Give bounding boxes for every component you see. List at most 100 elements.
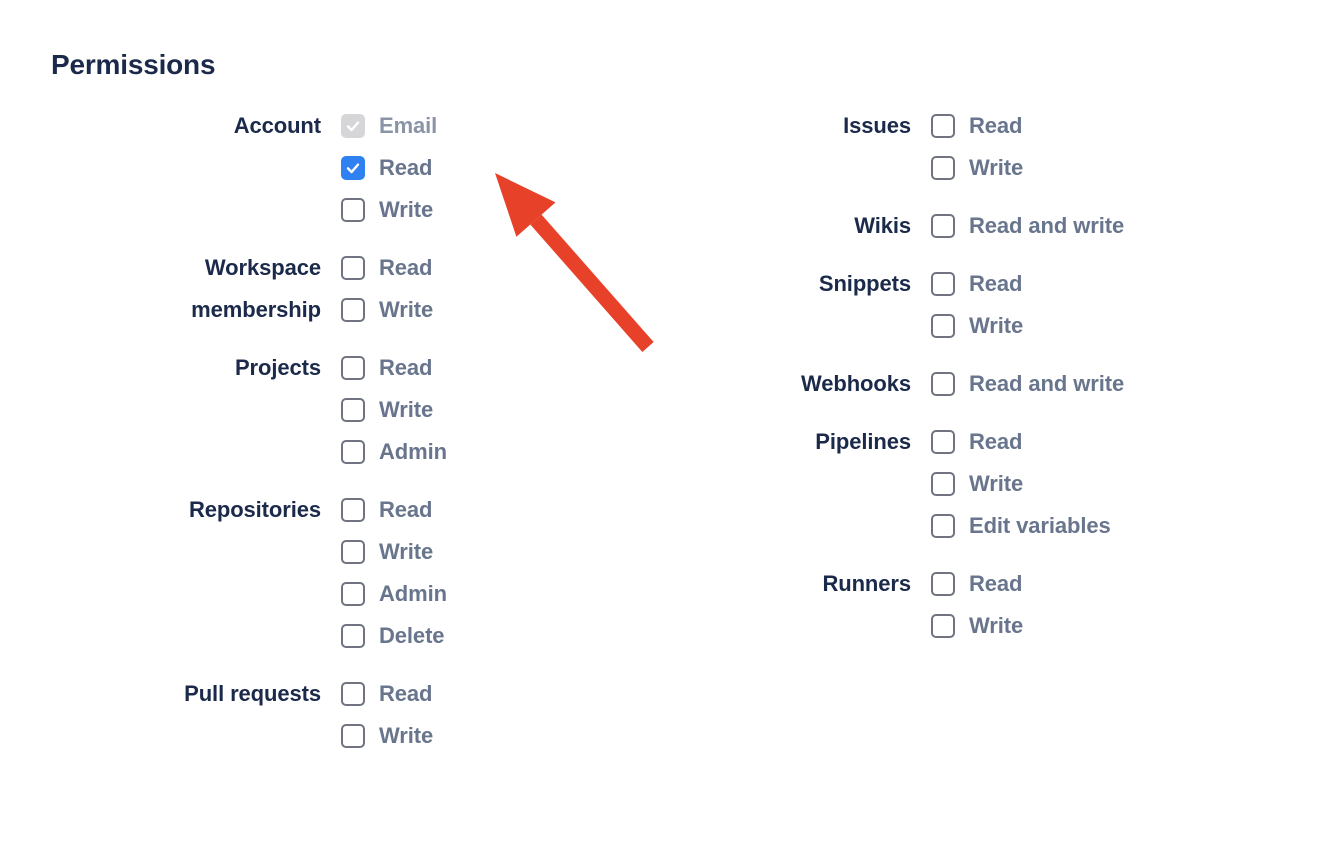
permission-row-projects-write[interactable]: Write bbox=[341, 389, 447, 431]
permission-options-webhooks: Read and write bbox=[931, 363, 1124, 405]
checkbox-label-pipelines-edit-variables[interactable]: Edit variables bbox=[969, 513, 1111, 538]
permission-row-repositories-delete[interactable]: Delete bbox=[341, 615, 447, 657]
checkbox-projects-read[interactable] bbox=[341, 356, 365, 380]
permission-row-repositories-read[interactable]: Read bbox=[341, 489, 447, 531]
permission-row-projects-admin[interactable]: Admin bbox=[341, 431, 447, 473]
checkbox-label-webhooks-read-and-write[interactable]: Read and write bbox=[969, 371, 1125, 396]
checkbox-snippets-read[interactable] bbox=[931, 272, 955, 296]
checkbox-runners-write[interactable] bbox=[931, 614, 955, 638]
checkbox-label-repositories-admin[interactable]: Admin bbox=[379, 581, 447, 606]
permission-row-account-read[interactable]: Read bbox=[341, 147, 437, 189]
permission-row-pipelines-edit-variables[interactable]: Edit variables bbox=[931, 505, 1111, 547]
checkbox-label-runners-read[interactable]: Read bbox=[969, 571, 1023, 596]
checkbox-label-issues-read[interactable]: Read bbox=[969, 113, 1023, 138]
permission-group-label-snippets: Snippets bbox=[818, 271, 911, 296]
checkbox-label-wikis-read-and-write[interactable]: Read and write bbox=[969, 213, 1125, 238]
checkbox-label-repositories-delete[interactable]: Delete bbox=[379, 623, 445, 648]
check-icon bbox=[346, 163, 360, 174]
permission-row-account-email: Email bbox=[341, 105, 437, 147]
checkbox-label-pull-requests-write[interactable]: Write bbox=[379, 723, 434, 748]
checkbox-label-workspace-membership-write[interactable]: Write bbox=[379, 297, 434, 322]
permission-row-runners-write[interactable]: Write bbox=[931, 605, 1023, 647]
checkbox-repositories-delete[interactable] bbox=[341, 624, 365, 648]
checkbox-workspace-membership-write[interactable] bbox=[341, 298, 365, 322]
permission-row-pull-requests-write[interactable]: Write bbox=[341, 715, 433, 757]
checkbox-pipelines-read[interactable] bbox=[931, 430, 955, 454]
permission-group-label-runners: Runners bbox=[822, 571, 911, 596]
checkbox-repositories-admin[interactable] bbox=[341, 582, 365, 606]
permission-group-label-projects: Projects bbox=[234, 355, 321, 380]
checkbox-pipelines-edit-variables[interactable] bbox=[931, 514, 955, 538]
checkbox-runners-read[interactable] bbox=[931, 572, 955, 596]
checkbox-label-workspace-membership-read[interactable]: Read bbox=[379, 255, 433, 280]
permission-row-issues-read[interactable]: Read bbox=[931, 105, 1023, 147]
checkbox-label-projects-read[interactable]: Read bbox=[379, 355, 433, 380]
checkbox-wikis-read-and-write[interactable] bbox=[931, 214, 955, 238]
checkbox-label-account-email: Email bbox=[379, 113, 438, 138]
checkbox-label-repositories-write[interactable]: Write bbox=[379, 539, 434, 564]
permission-row-account-write[interactable]: Write bbox=[341, 189, 437, 231]
permission-row-pipelines-write[interactable]: Write bbox=[931, 463, 1111, 505]
permission-row-runners-read[interactable]: Read bbox=[931, 563, 1023, 605]
checkbox-repositories-write[interactable] bbox=[341, 540, 365, 564]
checkbox-issues-write[interactable] bbox=[931, 156, 955, 180]
checkbox-account-write[interactable] bbox=[341, 198, 365, 222]
checkbox-repositories-read[interactable] bbox=[341, 498, 365, 522]
checkbox-label-pipelines-read[interactable]: Read bbox=[969, 429, 1023, 454]
permission-row-repositories-admin[interactable]: Admin bbox=[341, 573, 447, 615]
permission-row-pull-requests-read[interactable]: Read bbox=[341, 673, 433, 715]
permission-row-snippets-write[interactable]: Write bbox=[931, 305, 1023, 347]
checkbox-snippets-write[interactable] bbox=[931, 314, 955, 338]
permission-row-pipelines-read[interactable]: Read bbox=[931, 421, 1111, 463]
permission-row-repositories-write[interactable]: Write bbox=[341, 531, 447, 573]
permission-row-snippets-read[interactable]: Read bbox=[931, 263, 1023, 305]
checkbox-projects-write[interactable] bbox=[341, 398, 365, 422]
checkbox-label-account-read[interactable]: Read bbox=[379, 155, 433, 180]
checkbox-label-pull-requests-read[interactable]: Read bbox=[379, 681, 433, 706]
checkbox-label-snippets-write[interactable]: Write bbox=[969, 313, 1024, 338]
checkbox-label-pipelines-write[interactable]: Write bbox=[969, 471, 1024, 496]
checkbox-pull-requests-read[interactable] bbox=[341, 682, 365, 706]
checkbox-webhooks-read-and-write[interactable] bbox=[931, 372, 955, 396]
permission-group-label-pull-requests: Pull requests bbox=[184, 681, 321, 706]
checkbox-pipelines-write[interactable] bbox=[931, 472, 955, 496]
checkbox-account-read[interactable] bbox=[341, 156, 365, 180]
permission-row-issues-write[interactable]: Write bbox=[931, 147, 1023, 189]
checkbox-label-snippets-read[interactable]: Read bbox=[969, 271, 1023, 296]
checkbox-label-account-write[interactable]: Write bbox=[379, 197, 434, 222]
permission-row-webhooks-read-and-write[interactable]: Read and write bbox=[931, 363, 1124, 405]
permission-group-label-account: Account bbox=[233, 113, 321, 138]
permission-group-label-workspace-membership: Workspace membership bbox=[191, 255, 321, 322]
checkbox-pull-requests-write[interactable] bbox=[341, 724, 365, 748]
permission-row-workspace-membership-write[interactable]: Write bbox=[341, 289, 433, 331]
checkbox-label-projects-write[interactable]: Write bbox=[379, 397, 434, 422]
checkbox-label-runners-write[interactable]: Write bbox=[969, 613, 1024, 638]
permission-row-workspace-membership-read[interactable]: Read bbox=[341, 247, 433, 289]
checkbox-label-repositories-read[interactable]: Read bbox=[379, 497, 433, 522]
page-title: Permissions bbox=[51, 49, 216, 80]
checkbox-workspace-membership-read[interactable] bbox=[341, 256, 365, 280]
checkbox-projects-admin[interactable] bbox=[341, 440, 365, 464]
checkbox-issues-read[interactable] bbox=[931, 114, 955, 138]
checkbox-label-projects-admin[interactable]: Admin bbox=[379, 439, 447, 464]
permission-row-wikis-read-and-write[interactable]: Read and write bbox=[931, 205, 1124, 247]
permission-row-projects-read[interactable]: Read bbox=[341, 347, 447, 389]
checkbox-label-issues-write[interactable]: Write bbox=[969, 155, 1024, 180]
